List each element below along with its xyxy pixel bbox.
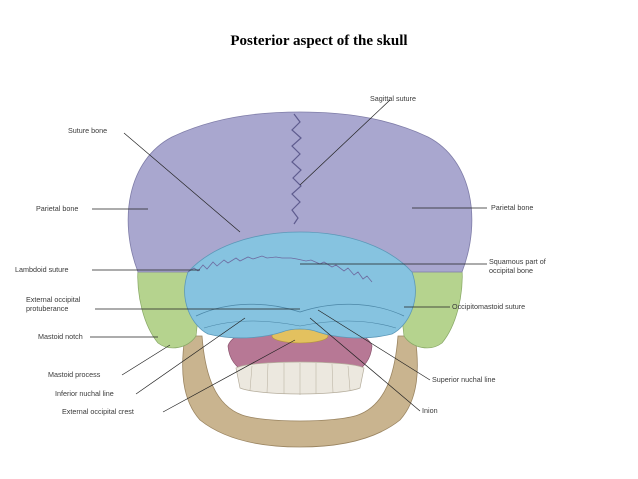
mandible xyxy=(182,335,418,448)
slide-title: Posterior aspect of the skull xyxy=(230,33,408,49)
label-sagittal-suture: Sagittal suture xyxy=(370,94,416,103)
label-lambdoid-suture: Lambdoid suture xyxy=(15,265,69,274)
label-inferior-nuchal-line: Inferior nuchal line xyxy=(55,389,114,398)
occipital-bone xyxy=(184,231,416,339)
label-suture-bone: Suture bone xyxy=(68,126,107,135)
label-mastoid-process: Mastoid process xyxy=(48,370,101,379)
label-inion: Inion xyxy=(422,406,438,415)
label-parietal-bone-left: Parietal bone xyxy=(36,204,78,213)
label-mastoid-notch: Mastoid notch xyxy=(38,332,83,341)
label-occipitomastoid-suture: Occipitomastoid suture xyxy=(452,302,525,311)
label-superior-nuchal-line: Superior nuchal line xyxy=(432,375,496,384)
label-external-occipital-crest: External occipital crest xyxy=(62,407,134,416)
lambdoid-suture-line xyxy=(187,255,373,283)
label-squamous-line1: Squamous part of xyxy=(489,257,546,266)
label-ext-occ-prot-line2: protuberance xyxy=(26,304,68,313)
label-ext-occ-prot-line1: External occipital xyxy=(26,295,81,304)
label-squamous-line2: occipital bone xyxy=(489,266,533,275)
label-parietal-bone-right: Parietal bone xyxy=(491,203,533,212)
sagittal-suture-line xyxy=(291,113,302,225)
parietal-bones xyxy=(127,111,473,273)
